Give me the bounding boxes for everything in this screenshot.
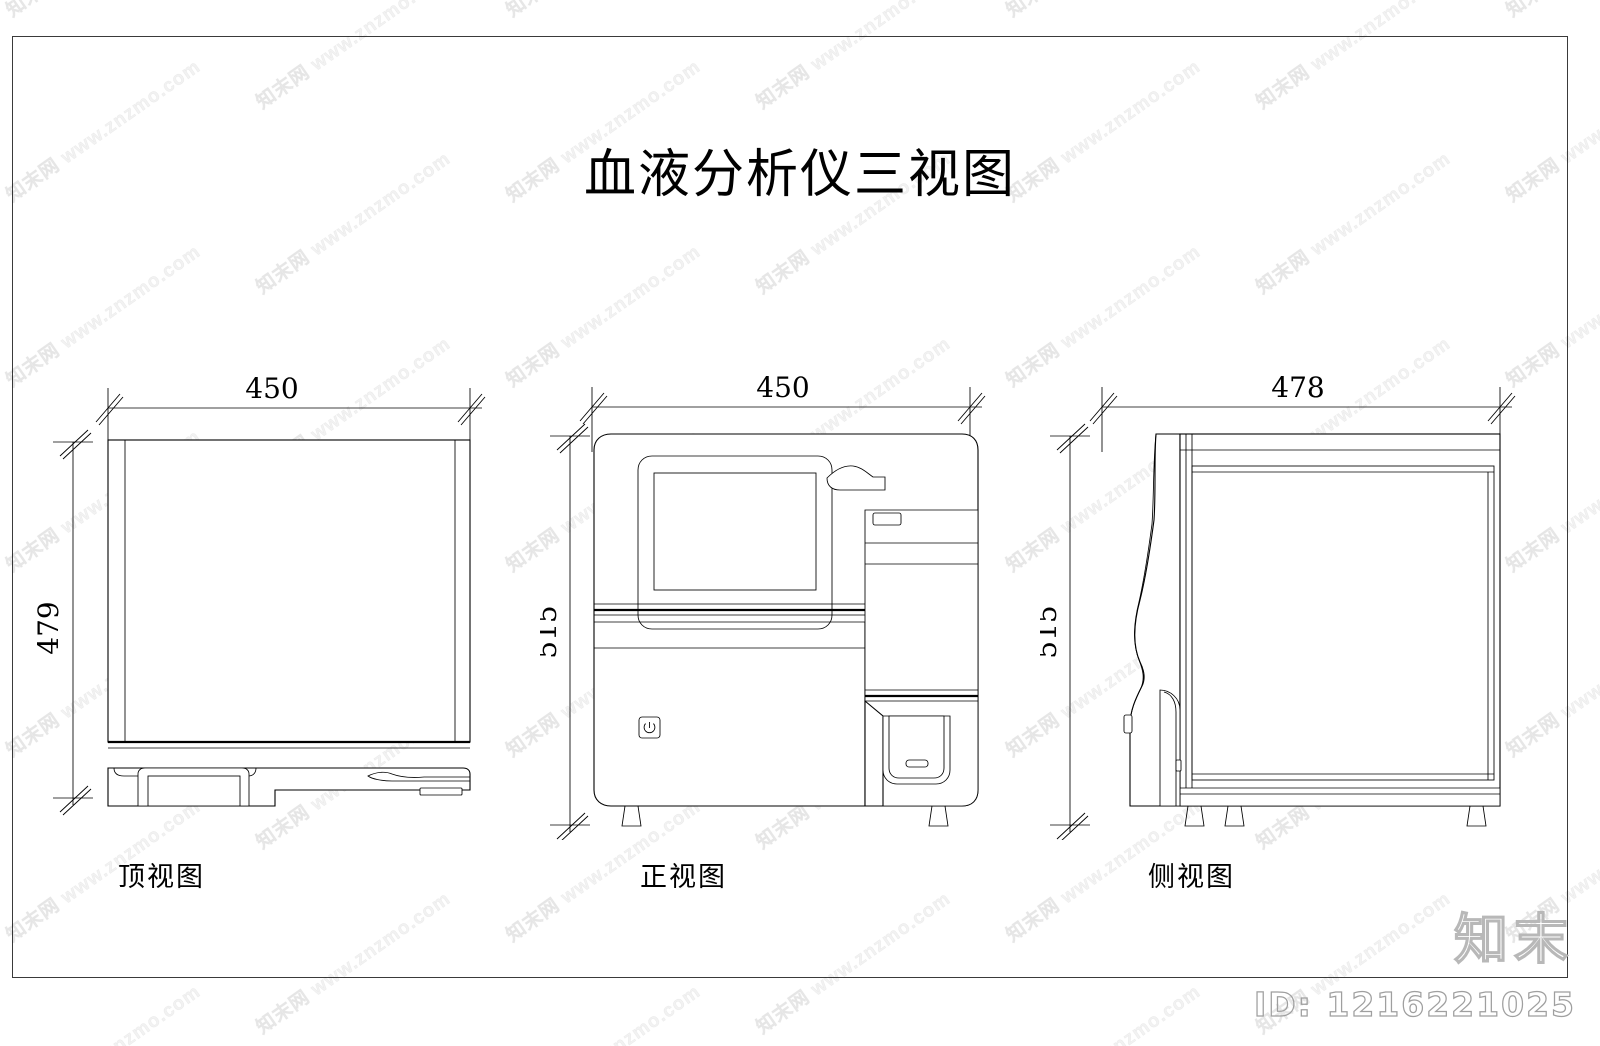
drawing-border [12,36,1568,978]
watermark-tile: 知末网 www.znzmo.com [1000,977,1205,1046]
corner-logo-watermark: 知末 [1453,907,1574,971]
top-view-width-dimension: 450 [95,372,486,452]
watermark-tile: 知末网 www.znzmo.com [1500,0,1600,22]
side-connector-port [1123,714,1133,734]
top-view-width-value: 450 [245,372,298,405]
front-view-body [593,433,979,827]
reagent-slot [872,512,902,526]
side-view-width-dimension: 478 [1089,371,1516,452]
top-view-depth-dimension: 479 [32,429,93,816]
top-view-body [107,439,471,807]
sample-probe [826,465,886,491]
side-view-height-value: 515 [1040,605,1063,658]
drawing-title: 血液分析仪三视图 [583,145,1016,205]
front-view-width-value: 450 [756,371,809,404]
front-view-height-dimension: 515 [540,423,590,840]
side-front-module [1159,689,1181,807]
side-view-feet [1184,805,1487,827]
corner-id-watermark: ID: 1216221025 [1253,984,1576,1024]
watermark-tile: 知末网 www.znzmo.com [0,977,205,1046]
front-view-feet [621,805,949,827]
side-view-body [1123,433,1501,827]
side-view-caption: 侧视图 [1148,862,1235,893]
top-view-caption: 顶视图 [118,862,205,893]
display-screen [637,455,833,630]
paper-tray [137,767,250,807]
side-view-width-value: 478 [1271,371,1324,404]
power-button[interactable] [638,716,661,739]
side-latch [1175,759,1182,772]
side-view-drawing: 478 515 [1040,371,1516,840]
front-view-drawing: 450 515 [540,371,986,840]
watermark-tile: 知末网 www.znzmo.com [500,0,705,22]
side-view-height-dimension: 515 [1040,423,1090,840]
front-view-caption: 正视图 [640,862,727,893]
top-view-drawing: 450 479 [32,372,486,816]
sample-bay [864,699,951,807]
watermark-tile: 知末网 www.znzmo.com [500,977,705,1046]
front-view-width-dimension: 450 [579,371,986,452]
top-view-depth-value: 479 [32,601,65,654]
front-view-height-value: 515 [540,605,563,658]
watermark-tile: 知末网 www.znzmo.com [1000,0,1205,22]
probe-sliver [367,771,471,796]
lower-band [865,689,978,702]
watermark-tile: 知末网 www.znzmo.com [0,0,205,22]
